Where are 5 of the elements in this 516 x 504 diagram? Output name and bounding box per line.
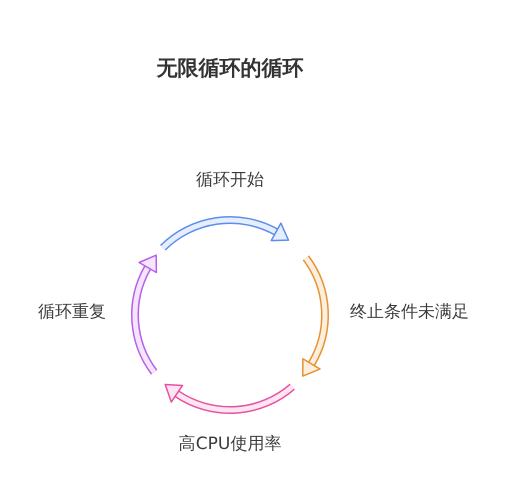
step-label: 终止条件未满足 <box>350 301 469 323</box>
step-label: 循环重复 <box>38 301 106 323</box>
step-label: 高CPU使用率 <box>178 433 282 455</box>
step-label: 循环开始 <box>196 169 264 191</box>
title: 无限循环的循环 <box>155 55 304 82</box>
